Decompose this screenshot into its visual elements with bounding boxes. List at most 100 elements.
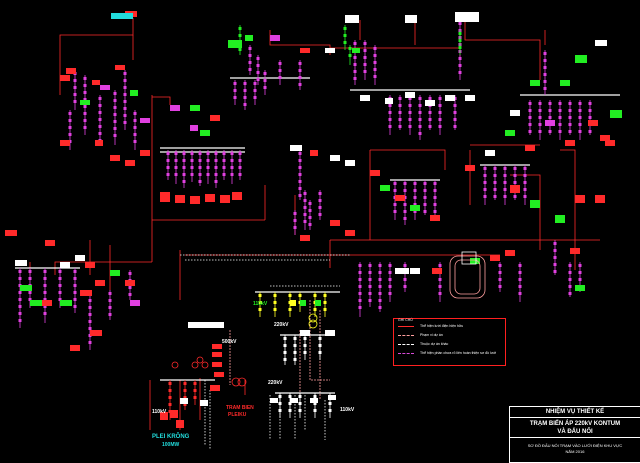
switch-symbol	[68, 126, 72, 129]
switch-symbol	[123, 79, 127, 82]
switch-symbol	[348, 54, 352, 57]
switch-symbol	[73, 79, 77, 82]
switch-symbol	[88, 313, 92, 316]
transformer-label: TRAM BIEN	[226, 405, 254, 411]
switch-symbol	[363, 49, 367, 52]
switch-symbol	[323, 294, 327, 297]
switch-symbol	[168, 396, 172, 399]
switch-symbol	[298, 62, 302, 65]
equipment-tag	[310, 150, 318, 156]
switch-symbol	[73, 270, 77, 273]
switch-symbol	[408, 111, 412, 114]
switch-symbol	[293, 351, 297, 354]
switch-symbol	[278, 402, 282, 405]
switch-symbol	[303, 206, 307, 209]
switch-symbol	[373, 75, 377, 78]
switch-symbol	[98, 111, 102, 114]
equipment-tag	[40, 300, 52, 306]
switch-symbol	[358, 285, 362, 288]
switch-symbol	[288, 409, 292, 412]
switch-symbol	[18, 298, 22, 301]
switch-symbol	[303, 213, 307, 216]
switch-symbol	[543, 73, 547, 76]
switch-symbol	[222, 159, 226, 162]
switch-symbol	[278, 62, 282, 65]
switch-symbol	[193, 382, 197, 385]
switch-symbol	[378, 278, 382, 281]
switch-symbol	[418, 118, 422, 121]
switch-symbol	[83, 98, 87, 101]
switch-symbol	[393, 210, 397, 213]
switch-symbol	[248, 61, 252, 64]
switch-symbol	[398, 97, 402, 100]
switch-symbol	[168, 382, 172, 385]
switch-symbol	[388, 278, 392, 281]
equipment-tag	[176, 420, 184, 428]
switch-symbol	[438, 264, 442, 267]
switch-symbol	[423, 196, 427, 199]
switch-symbol	[458, 64, 462, 67]
legend-text-other: Thuộc dự án khác	[420, 342, 449, 346]
switch-symbol	[553, 270, 557, 273]
equipment-tag	[160, 412, 168, 420]
equipment-tag	[66, 68, 76, 74]
switch-symbol	[428, 118, 432, 121]
equipment-tag	[370, 170, 380, 176]
equipment-tag	[505, 130, 515, 136]
switch-symbol	[18, 291, 22, 294]
equipment-tag	[60, 262, 70, 268]
equipment-tag	[160, 192, 170, 202]
switch-symbol	[523, 188, 527, 191]
switch-symbol	[168, 403, 172, 406]
equipment-tag	[380, 185, 390, 191]
switch-symbol	[503, 174, 507, 177]
equipment-tag	[575, 195, 585, 203]
title-block-row-2: TRẠM BIẾN ÁP 220kV KONTUM VÀ ĐẤU NỐI	[510, 418, 640, 438]
kv110-left-label: 110kV	[152, 409, 167, 415]
switch-symbol	[183, 403, 187, 406]
switch-symbol	[358, 264, 362, 267]
switch-symbol	[256, 57, 260, 60]
switch-symbol	[498, 285, 502, 288]
switch-symbol	[363, 56, 367, 59]
switch-symbol	[238, 27, 242, 30]
switch-symbol	[548, 116, 552, 119]
switch-symbol	[58, 270, 62, 273]
switch-symbol	[206, 159, 210, 162]
equipment-tag	[92, 80, 100, 85]
switch-symbol	[98, 104, 102, 107]
equipment-tag	[395, 195, 405, 201]
switch-symbol	[303, 199, 307, 202]
switch-symbol	[278, 69, 282, 72]
switch-symbol	[263, 86, 267, 89]
switch-symbol	[558, 123, 562, 126]
switch-symbol	[428, 125, 432, 128]
switch-symbol	[248, 54, 252, 57]
legend-text-project: Phạm vi dự án	[420, 333, 443, 337]
legend-text-existing: Thể hiện lưới điện hiện hữu	[420, 324, 464, 328]
equipment-tag	[560, 80, 570, 86]
switch-symbol	[68, 112, 72, 115]
switch-symbol	[248, 47, 252, 50]
switch-symbol	[548, 102, 552, 105]
switch-symbol	[368, 264, 372, 267]
switch-symbol	[578, 109, 582, 112]
switch-symbol	[388, 118, 392, 121]
switch-symbol	[353, 42, 357, 45]
switch-symbol	[528, 116, 532, 119]
switch-symbol	[113, 99, 117, 102]
equipment-tag	[465, 95, 475, 101]
switch-symbol	[528, 102, 532, 105]
switch-symbol	[123, 86, 127, 89]
equipment-tag	[470, 258, 480, 264]
switch-symbol	[358, 299, 362, 302]
switch-symbol	[73, 93, 77, 96]
switch-symbol	[182, 173, 186, 176]
legend-box: GHI CHÚ Thể hiện lưới điện hiện hữu Phạm…	[393, 318, 506, 366]
equipment-tag	[140, 118, 150, 123]
switch-symbol	[568, 264, 572, 267]
switch-symbol	[538, 123, 542, 126]
switch-symbol	[28, 270, 32, 273]
switch-symbol	[73, 284, 77, 287]
equipment-tag	[60, 75, 70, 81]
